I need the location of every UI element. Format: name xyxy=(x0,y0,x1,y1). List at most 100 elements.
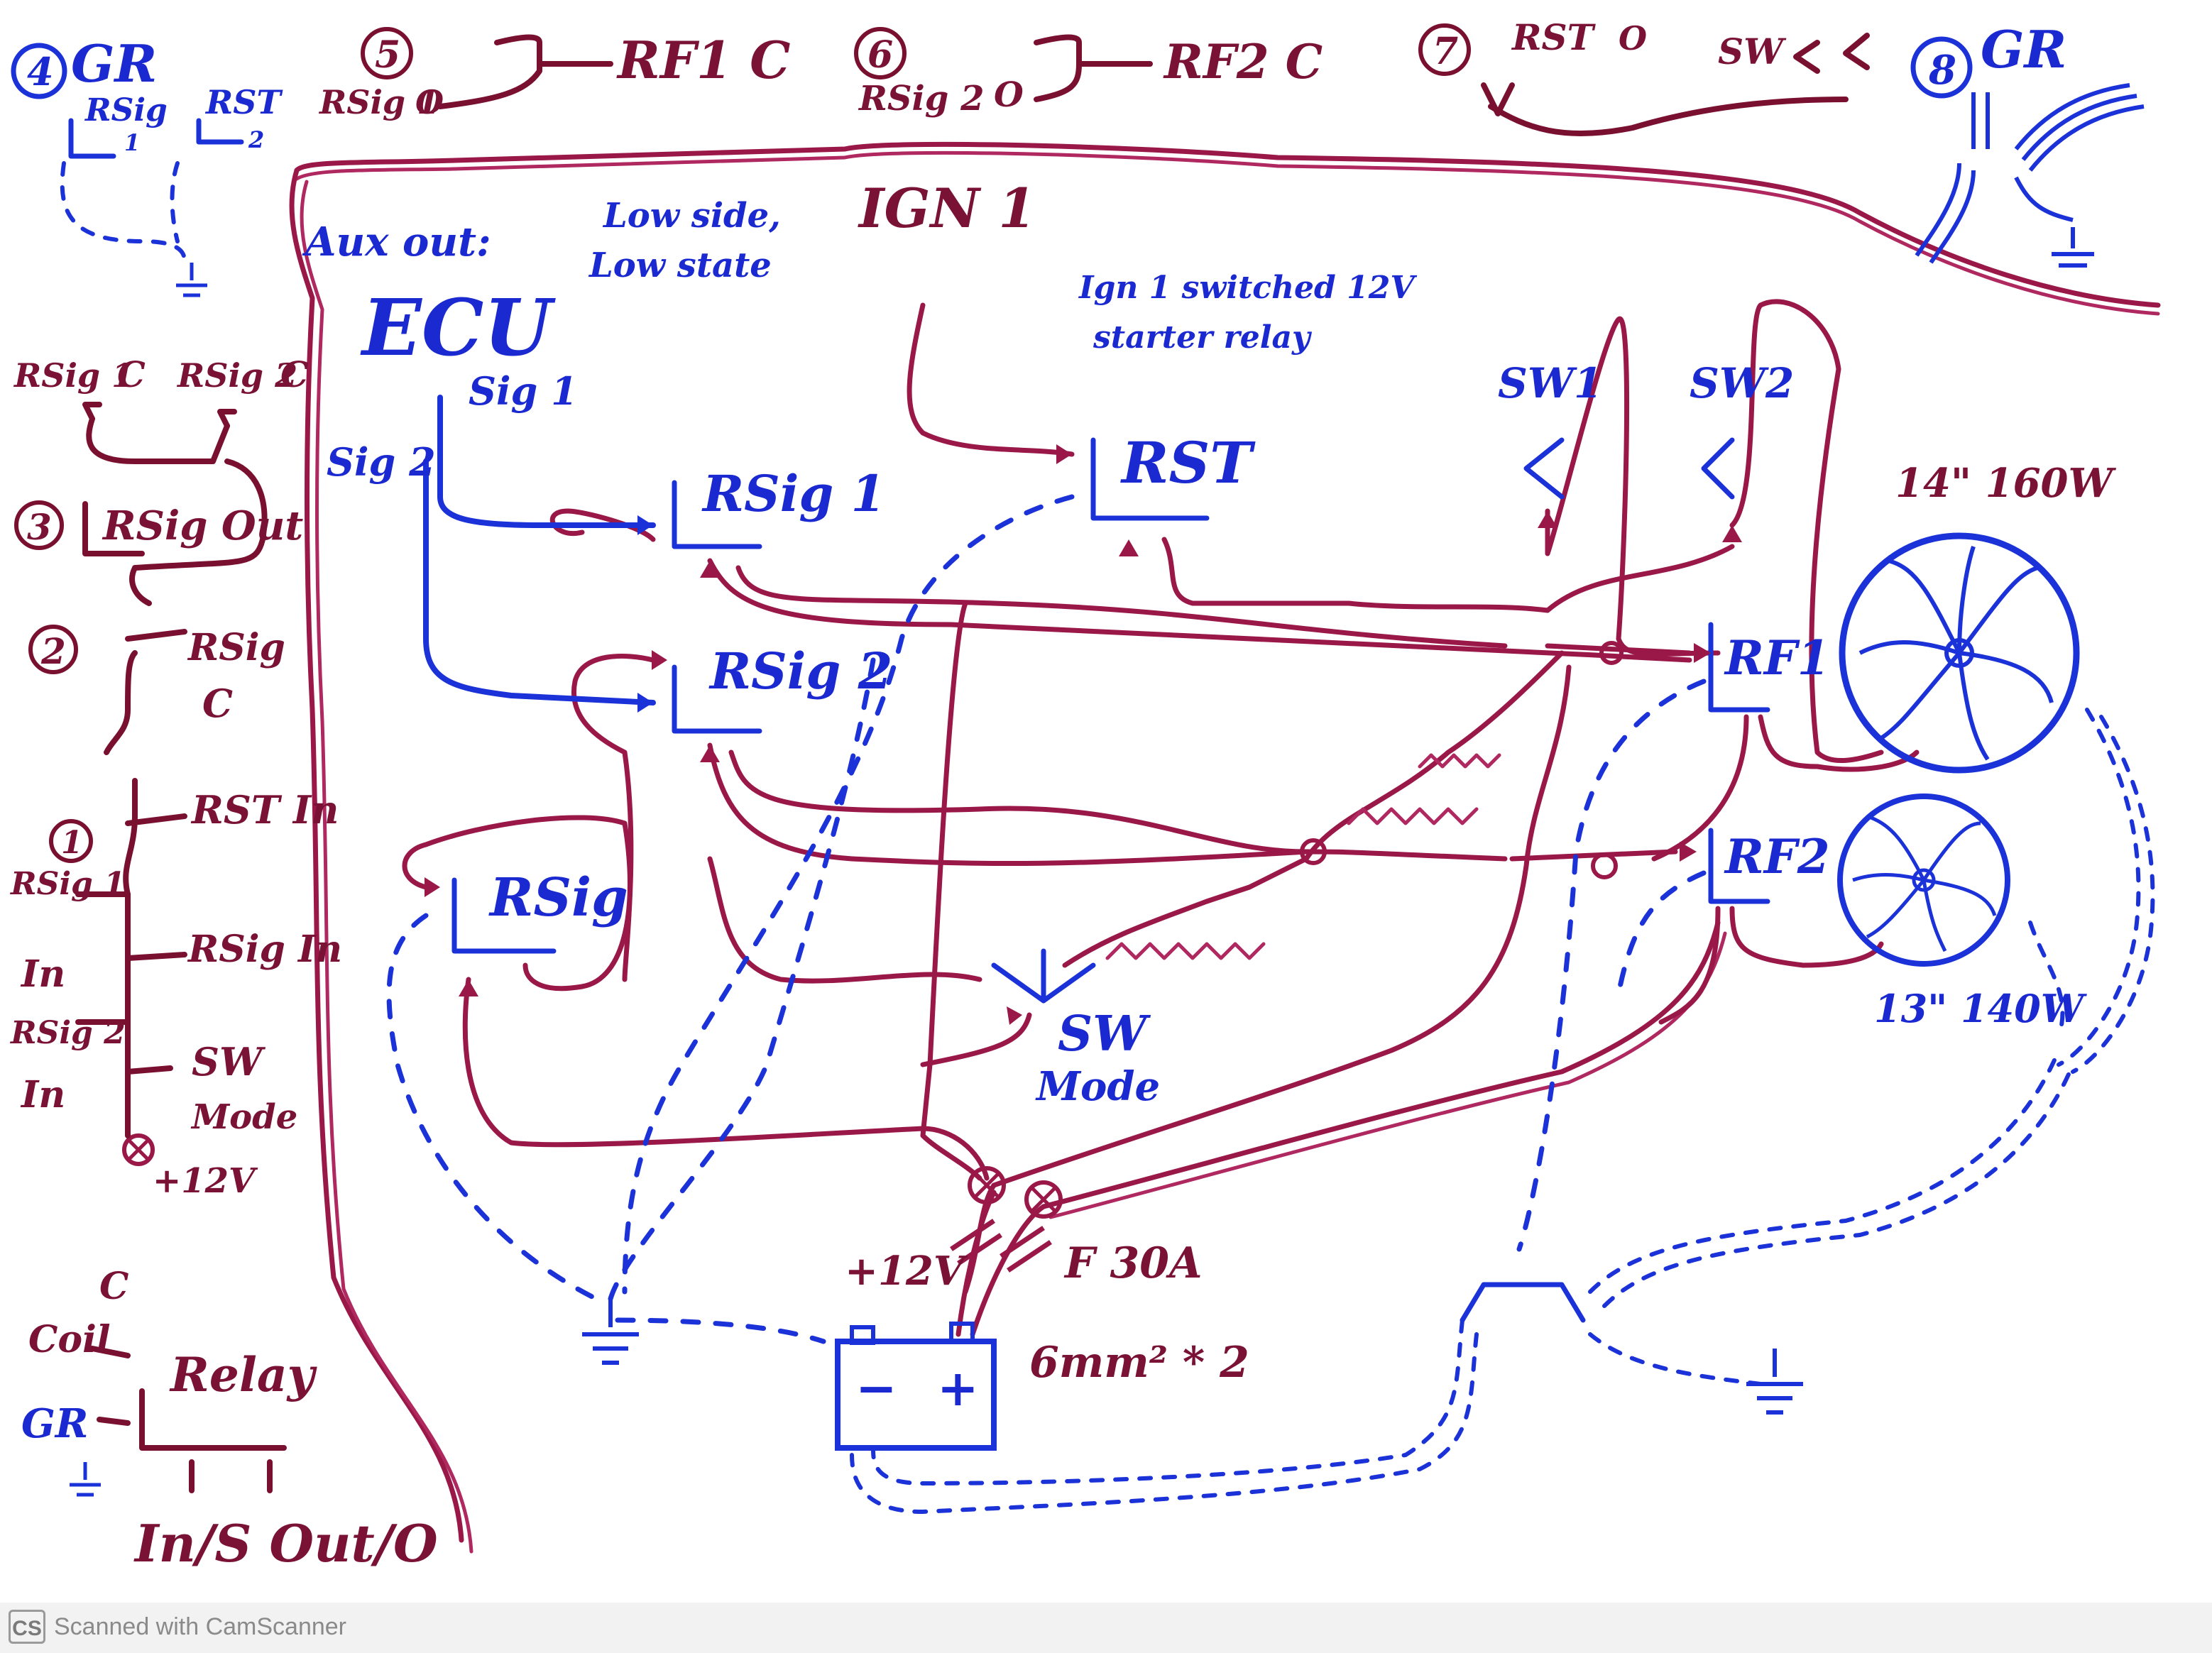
sw2-label: SW2 xyxy=(1690,359,1794,407)
camscanner-logo-icon: CS xyxy=(9,1610,45,1644)
sig2-label: Sig 2 xyxy=(327,439,436,485)
legend-3-c2: C xyxy=(280,353,309,395)
legend-7-o: O xyxy=(1619,19,1647,57)
sw-mode-symbol xyxy=(991,948,1096,1004)
legend-1-rsig1-b: In xyxy=(20,952,65,996)
rf2-relay-label: RF2 xyxy=(1724,829,1830,884)
red-wiring xyxy=(289,141,2161,1554)
legend-1-mode: Mode xyxy=(190,1097,297,1137)
ign1-label: IGN 1 xyxy=(858,177,1036,240)
legend-5-rsig1: RSig 1 xyxy=(318,83,439,121)
legend-6-circle xyxy=(854,27,907,79)
legend-lines xyxy=(68,34,1849,1493)
legend-4-circle xyxy=(11,43,67,99)
legend-6-number: 6 xyxy=(867,33,893,77)
legend-3-relay-shape xyxy=(82,501,145,556)
legend-6-rf2c: RF2 C xyxy=(1163,34,1323,89)
ground-symbols xyxy=(176,227,2094,1415)
fuse-symbol xyxy=(950,1219,1052,1273)
battery-plus-label: + xyxy=(937,1358,979,1417)
legend-3-rsig2: RSig 2 xyxy=(176,356,297,395)
ign1-note-line1: Ign 1 switched 12V xyxy=(1078,270,1417,306)
legend-4-number: 4 xyxy=(27,49,54,94)
legend-1-rsig2-a: RSig 2 xyxy=(9,1015,126,1051)
legend-4-rsig: RSig xyxy=(84,92,168,128)
sw-mode-label-2: Mode xyxy=(1035,1063,1160,1110)
battery-12v-label: +12V xyxy=(845,1248,968,1295)
relay-legend-ground-icon xyxy=(70,1462,101,1497)
rsig2-relay-shape xyxy=(672,664,762,734)
scanner-watermark-text: Scanned with CamScanner xyxy=(54,1613,347,1640)
fuse-label: F 30A xyxy=(1063,1239,1203,1288)
relay-legend-io: In/S Out/O xyxy=(133,1513,438,1574)
legend-2-number: 2 xyxy=(40,630,66,672)
legend-3-rsig-out: RSig Out xyxy=(102,503,303,549)
cable-size-label: 6mm² * 2 xyxy=(1029,1338,1249,1388)
rf2-relay-shape xyxy=(1708,828,1770,904)
rsig1-relay-shape xyxy=(672,480,762,549)
legend-1-12v: +12V xyxy=(153,1161,258,1201)
rf1-relay-label: RF1 xyxy=(1724,630,1830,686)
battery xyxy=(835,1322,997,1451)
legend-2-circle xyxy=(28,625,78,674)
legend-5-o: O xyxy=(415,83,444,121)
ground-icon-legend4 xyxy=(176,263,207,297)
legend-5-rf1c: RF1 C xyxy=(616,30,790,90)
relay-legend-gr: GR xyxy=(21,1400,88,1447)
ground-icon-right xyxy=(1746,1349,1803,1415)
aux-note-line2: Low side, xyxy=(602,196,781,236)
rst-relay-label: RST xyxy=(1120,429,1256,496)
legend-1-rsig-in: RSig In xyxy=(187,928,342,971)
sig1-label: Sig 1 xyxy=(469,368,578,414)
sw1-symbol xyxy=(1523,437,1565,500)
sw1-label: SW1 xyxy=(1498,359,1602,407)
labels: ECU Aux out: Low side, Low state IGN 1 I… xyxy=(9,16,2116,1574)
battery-minus-label: − xyxy=(855,1358,897,1417)
legend-4-rst: RST xyxy=(204,83,283,121)
legend-7-rst: RST xyxy=(1511,16,1597,58)
relay-legend-c: C xyxy=(99,1265,128,1308)
legend-1-rst-in: RST In xyxy=(190,787,339,833)
legend-4-sub: 1 xyxy=(124,129,140,156)
legend-2-c: C xyxy=(202,681,233,726)
rsig1-relay-label: RSig 1 xyxy=(701,464,885,523)
legend-7-switch-symbols xyxy=(1793,33,1870,74)
legend-4-gr: GR xyxy=(71,33,157,94)
fan1-rating-label: 14" 160W xyxy=(1895,460,2116,507)
legend-8-number: 8 xyxy=(1928,47,1956,94)
sw-mode-label-1: SW xyxy=(1058,1006,1151,1062)
legend-7-number: 7 xyxy=(1433,30,1458,73)
legend-3-c1: C xyxy=(117,353,146,395)
ign1-note-line2: starter relay xyxy=(1093,319,1313,356)
legend-1-number: 1 xyxy=(61,825,83,861)
legend-1-rsig2-b: In xyxy=(20,1073,65,1116)
legend-5-circle xyxy=(361,27,413,79)
junctions xyxy=(122,641,1624,1219)
scanner-footer xyxy=(0,1603,2212,1653)
rsig-relay-label: RSig xyxy=(488,867,628,928)
legend-3-number: 3 xyxy=(27,506,52,548)
rsig-relay-shape xyxy=(451,877,557,954)
relay-legend-title: Relay xyxy=(169,1347,318,1402)
legend-7-sw: SW xyxy=(1718,31,1787,72)
legend-7-circle xyxy=(1418,23,1471,76)
aux-note-line1: Aux out: xyxy=(302,219,491,265)
legend-1-rsig1-a: RSig 1 xyxy=(9,866,126,902)
legend-6-rsig2: RSig 2 xyxy=(858,79,984,119)
relay-legend-coil: Coil xyxy=(28,1318,111,1361)
ground-icon-top-right xyxy=(2052,227,2094,268)
fan2-rating-label: 13" 140W xyxy=(1874,986,2088,1031)
arrowheads xyxy=(425,444,1742,1025)
sw2-symbol xyxy=(1701,437,1735,500)
ground-icon-left xyxy=(582,1299,639,1365)
fan-13-icon xyxy=(1837,793,2010,967)
aux-note-line3: Low state xyxy=(588,246,772,285)
blue-wiring xyxy=(60,161,2155,1515)
legend-3-rsig1: RSig 1 xyxy=(13,356,134,395)
legend-4-sub2: 2 xyxy=(248,126,264,153)
gr-harness-sketch xyxy=(1915,83,2145,264)
legend-3-circle xyxy=(14,500,64,550)
relay-symbols xyxy=(451,437,1770,1004)
legend-2-rsig: RSig xyxy=(187,626,285,669)
